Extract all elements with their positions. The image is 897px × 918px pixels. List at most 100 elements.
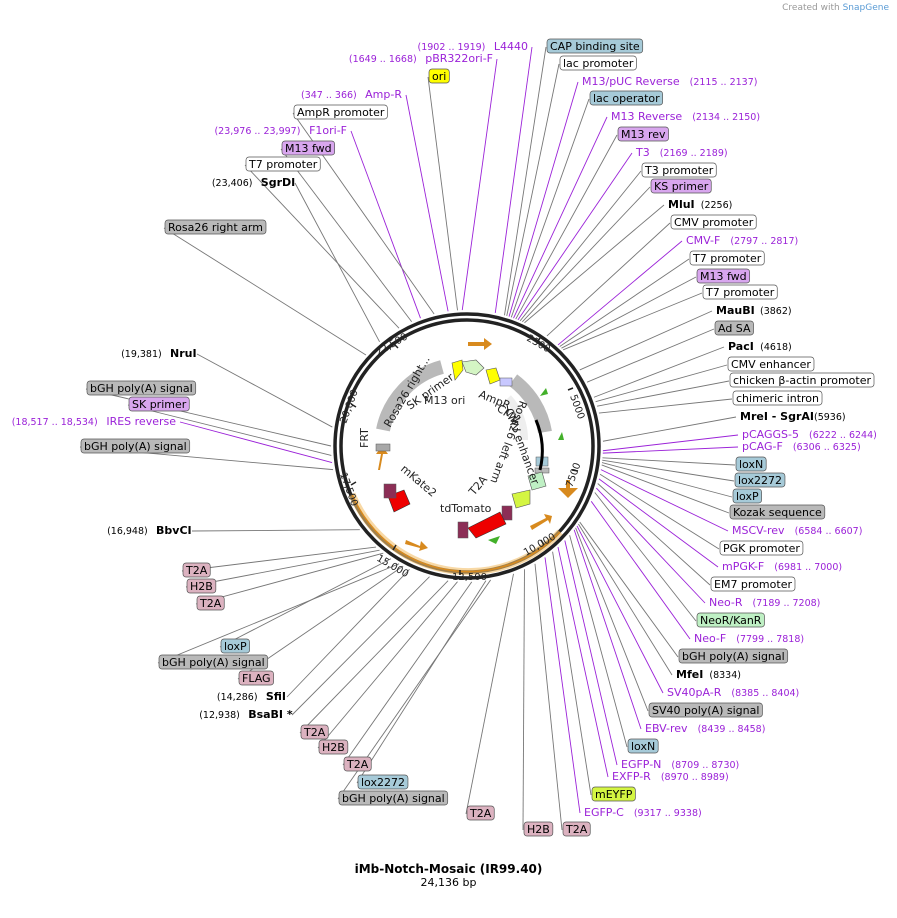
annotation-feat[interactable]: M13 fwd <box>281 140 336 156</box>
annotation-primer[interactable]: pBR322ori-F(1649 .. 1668) <box>349 52 493 65</box>
annotation-primer[interactable]: pCAGGS-5(6222 .. 6244) <box>742 428 877 441</box>
annotation-feat[interactable]: bGH poly(A) signal <box>158 654 269 670</box>
annotation-feat[interactable]: Ad SA <box>714 320 754 336</box>
annotation-feat[interactable]: KS primer <box>650 178 712 194</box>
primer-range: (2134 .. 2150) <box>692 112 760 123</box>
annotation-enzyme[interactable]: SfiI(14,286) <box>217 690 286 703</box>
annotation-feat[interactable]: bGH poly(A) signal <box>338 790 449 806</box>
annotation-enzyme[interactable]: SgrDI(23,406) <box>212 176 295 189</box>
annotation-feat[interactable]: T3 promoter <box>641 162 717 178</box>
annotation-feat[interactable]: PGK promoter <box>719 540 804 556</box>
annotation-feat[interactable]: bGH poly(A) signal <box>80 438 191 454</box>
annotation-primer[interactable]: Amp-R(347 .. 366) <box>301 88 402 101</box>
annotation-enzyme[interactable]: MluI(2256) <box>668 198 732 211</box>
annotation-enzyme[interactable]: MauBI(3862) <box>716 304 792 317</box>
annotation-label: lac operator <box>593 92 660 105</box>
feature-label-box <box>80 438 191 454</box>
annotation-feat[interactable]: EM7 promoter <box>710 576 796 592</box>
annotation-feat[interactable]: lox2272 <box>734 472 786 488</box>
annotation-feat[interactable]: FLAG <box>238 670 274 686</box>
annotation-feat[interactable]: loxN <box>627 738 659 754</box>
annotation-feat[interactable]: T2A <box>343 756 372 772</box>
annotation-feat[interactable]: lox2272 <box>357 774 409 790</box>
annotation-feat[interactable]: loxP <box>732 488 762 504</box>
annotation-feat[interactable]: CMV promoter <box>670 214 757 230</box>
annotation-primer[interactable]: EXFP-R(8970 .. 8989) <box>612 770 729 783</box>
leader-line <box>280 148 413 323</box>
primer-range: (1902 .. 1919) <box>418 42 486 53</box>
annotation-primer[interactable]: T3(2169 .. 2189) <box>635 146 728 159</box>
annotation-feat[interactable]: chimeric intron <box>732 390 823 406</box>
annotation-primer[interactable]: L4440(1902 .. 1919) <box>418 40 528 53</box>
annotation-feat[interactable]: loxP <box>220 638 250 654</box>
primer-range: (6981 .. 7000) <box>774 562 842 573</box>
leader-line <box>286 568 410 698</box>
annotation-feat[interactable]: H2B <box>318 739 349 755</box>
feature-cag-bar <box>534 419 544 471</box>
annotation-feat[interactable]: loxN <box>735 456 767 472</box>
annotation-feat[interactable]: T7 promoter <box>702 284 778 300</box>
annotation-feat[interactable]: T2A <box>562 821 591 837</box>
annotation-primer[interactable]: EGFP-C(9317 .. 9338) <box>584 806 702 819</box>
feature-label-box <box>696 612 765 628</box>
annotation-feat[interactable]: NeoR/KanR <box>696 612 765 628</box>
annotation-feat[interactable]: T7 promoter <box>689 250 765 266</box>
inner-label: M13 ori <box>424 394 465 407</box>
annotation-feat[interactable]: lac promoter <box>559 55 637 71</box>
annotation-feat[interactable]: Rosa26 right arm <box>164 219 267 235</box>
annotation-feat[interactable]: CAP binding site <box>546 38 644 54</box>
annotation-label: bGH poly(A) signal <box>162 656 265 669</box>
annotation-feat[interactable]: M13 fwd <box>696 268 751 284</box>
leader-line <box>557 546 609 778</box>
annotation-primer[interactable]: EBV-rev(8439 .. 8458) <box>645 722 765 735</box>
annotation-feat[interactable]: bGH poly(A) signal <box>678 648 789 664</box>
annotation-feat[interactable]: chicken β-actin promoter <box>729 372 875 388</box>
annotation-primer[interactable]: EGFP-N(8709 .. 8730) <box>621 758 739 771</box>
feature-label-box <box>696 268 751 284</box>
annotation-label: EXFP-R <box>612 770 651 783</box>
annotation-feat[interactable]: mEYFP <box>591 786 636 802</box>
leader-line <box>196 353 333 428</box>
annotation-enzyme[interactable]: MfeI(8334) <box>676 668 741 681</box>
annotation-primer[interactable]: pCAG-F(6306 .. 6325) <box>742 440 861 453</box>
annotation-enzyme[interactable]: NruI(19,381) <box>121 347 197 360</box>
annotation-feat[interactable]: T2A <box>196 595 225 611</box>
annotation-feat[interactable]: CMV enhancer <box>727 356 815 372</box>
feature-arc-rosa26-left-arm <box>508 374 552 434</box>
annotation-primer[interactable]: F1ori-F(23,976 .. 23,997) <box>214 124 347 137</box>
annotation-feat[interactable]: SV40 poly(A) signal <box>648 702 763 718</box>
annotation-primer[interactable]: mPGK-F(6981 .. 7000) <box>722 560 842 573</box>
annotation-label: Kozak sequence <box>733 506 822 519</box>
feature-label-box <box>710 576 796 592</box>
feature-label-box <box>732 488 762 504</box>
annotation-feat[interactable]: M13 rev <box>617 126 669 142</box>
annotation-feat[interactable]: SK primer <box>128 396 190 412</box>
annotation-feat[interactable]: ori <box>428 68 450 84</box>
annotation-feat[interactable]: Kozak sequence <box>729 504 826 520</box>
leader-line <box>586 328 715 383</box>
annotation-feat[interactable]: T2A <box>466 805 495 821</box>
feature-label-box <box>220 638 250 654</box>
annotation-enzyme[interactable]: BbvCI(16,948) <box>107 524 192 537</box>
annotation-primer[interactable]: SV40pA-R(8385 .. 8404) <box>667 686 799 699</box>
annotation-primer[interactable]: Neo-F(7799 .. 7818) <box>694 632 804 645</box>
annotation-primer[interactable]: CMV-F(2797 .. 2817) <box>686 234 798 247</box>
annotation-primer[interactable]: Neo-R(7189 .. 7208) <box>709 596 820 609</box>
annotation-feat[interactable]: bGH poly(A) signal <box>86 380 197 396</box>
annotation-enzyme[interactable]: PacI(4618) <box>728 340 792 353</box>
annotation-feat[interactable]: H2B <box>186 578 217 594</box>
annotation-feat[interactable]: H2B <box>523 821 554 837</box>
annotation-primer[interactable]: MSCV-rev(6584 .. 6607) <box>732 524 862 537</box>
annotation-primer[interactable]: M13/pUC Reverse(2115 .. 2137) <box>582 75 757 88</box>
annotation-primer[interactable]: IRES reverse(18,517 .. 18,534) <box>12 415 177 428</box>
annotation-feat[interactable]: lac operator <box>589 90 664 106</box>
annotation-feat[interactable]: T7 promoter <box>245 156 321 172</box>
annotation-feat[interactable]: T2A <box>300 724 329 740</box>
annotation-feat[interactable]: T2A <box>182 562 211 578</box>
annotation-label: FLAG <box>242 672 271 685</box>
leader-line <box>504 46 547 316</box>
annotation-enzyme[interactable]: MreI - SgrAI(5936) <box>740 410 846 423</box>
annotation-enzyme[interactable]: BsaBI *(12,938) <box>199 708 293 721</box>
annotation-feat[interactable]: AmpR promoter <box>293 104 388 120</box>
annotation-primer[interactable]: M13 Reverse(2134 .. 2150) <box>611 110 760 123</box>
